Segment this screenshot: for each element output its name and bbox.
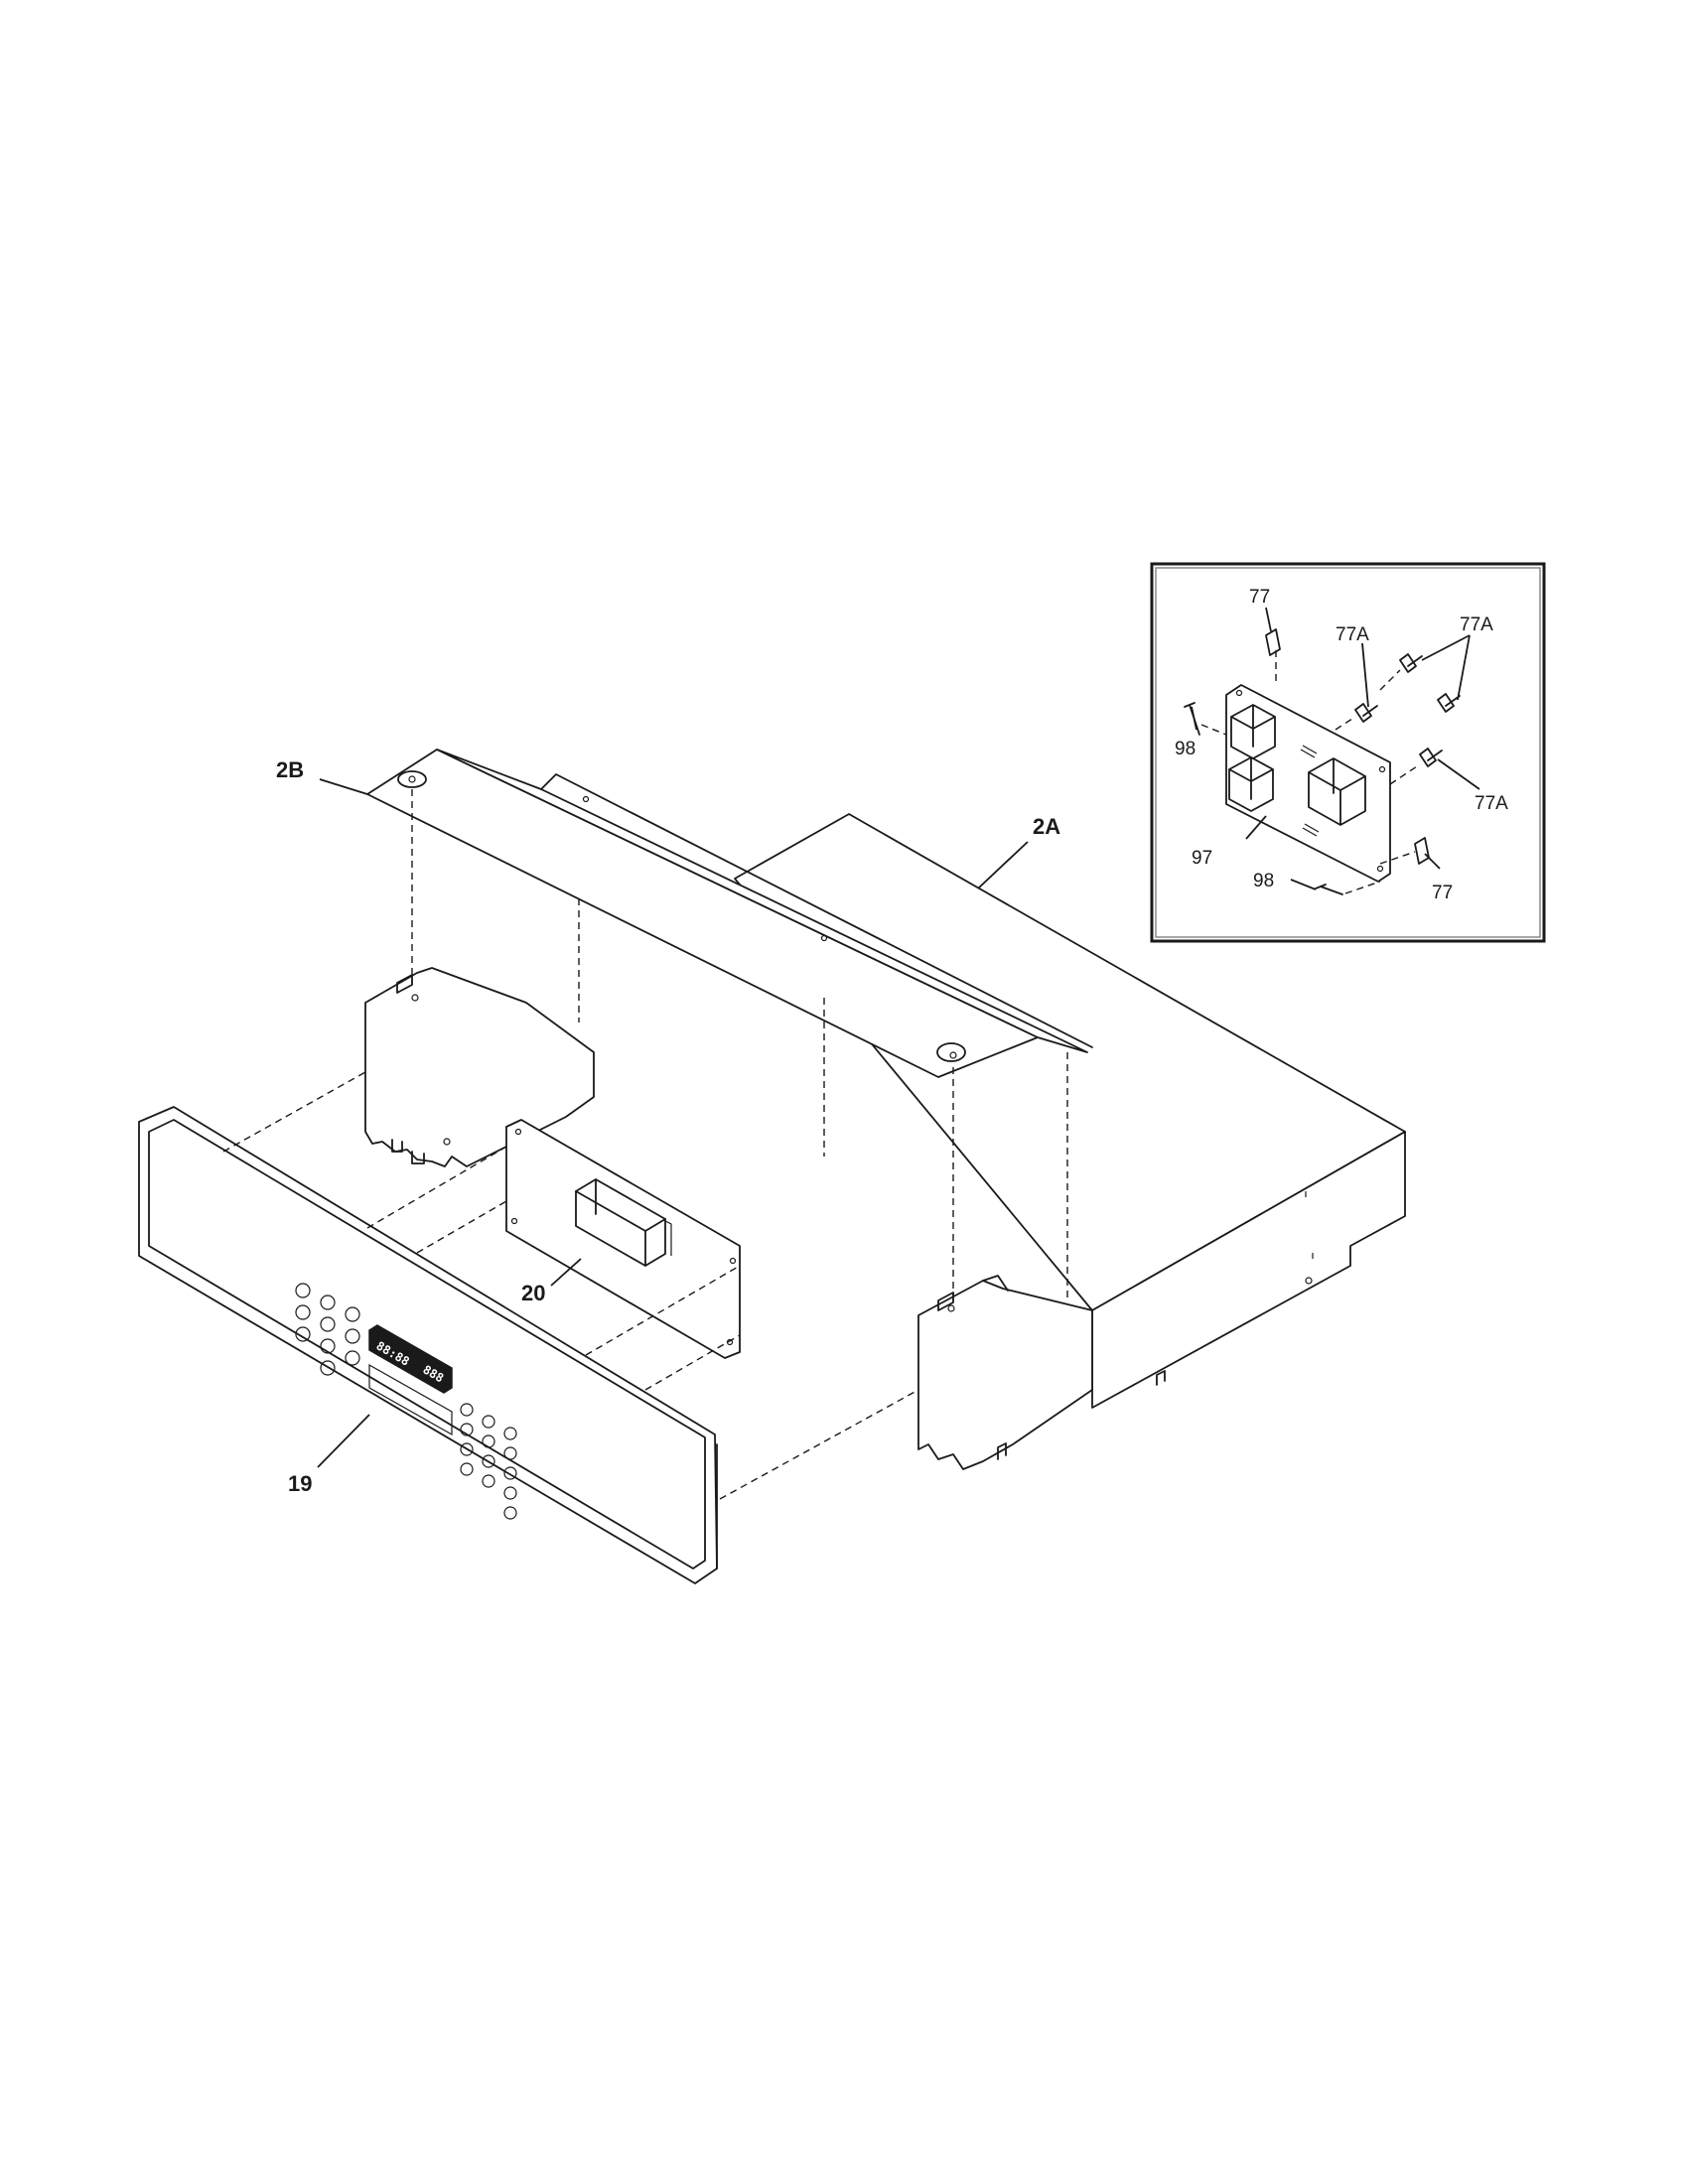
callout-2b: 2B: [276, 757, 368, 795]
alignment-lines: [222, 789, 1068, 1500]
keypad-buttons-right: [460, 1403, 517, 1520]
label-inset-77-bottom: 77: [1432, 883, 1453, 903]
top-cover-2b: [366, 749, 1093, 1078]
label-2b: 2B: [276, 757, 304, 782]
label-inset-77a-right: 77A: [1475, 793, 1508, 814]
housing-2a: [734, 813, 1406, 1409]
inset-relay-board: 77 77A 77A 77A 98 98 97 77: [1150, 562, 1546, 943]
right-side-bracket: [917, 1275, 1166, 1470]
callout-2a: 2A: [977, 814, 1060, 889]
label-inset-98-left: 98: [1175, 739, 1196, 759]
callout-19: 19: [288, 1414, 370, 1496]
label-20: 20: [521, 1281, 545, 1305]
label-inset-77a-top-left: 77A: [1336, 624, 1369, 645]
label-inset-97: 97: [1192, 848, 1212, 869]
label-inset-77a-top-right: 77A: [1460, 614, 1493, 635]
keypad-buttons-left: [295, 1283, 360, 1376]
label-inset-98-bottom: 98: [1253, 871, 1274, 891]
control-board-20: [505, 1119, 741, 1359]
label-inset-77-top: 77: [1249, 587, 1270, 608]
label-2a: 2A: [1033, 814, 1060, 839]
display-window: 88:88 888: [368, 1324, 453, 1436]
label-19: 19: [288, 1471, 312, 1496]
left-side-bracket: [364, 967, 595, 1167]
control-panel-19: 88:88 888: [138, 1106, 718, 1584]
callout-20: 20: [521, 1258, 582, 1305]
